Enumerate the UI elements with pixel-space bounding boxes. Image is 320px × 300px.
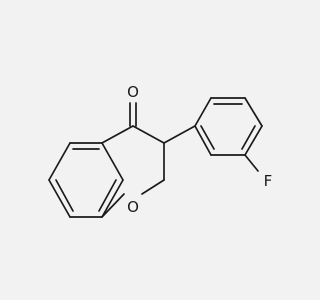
double-bond-inner (98, 179, 117, 212)
ring-oxygen-label: O (127, 198, 139, 216)
bond (48, 142, 71, 181)
double-bond-inner (241, 125, 256, 150)
bond (244, 97, 263, 127)
fluorine-label: F (264, 172, 273, 190)
fluorophenyl-ring (163, 97, 263, 172)
molecule-structure: O O F (48, 83, 273, 218)
structure-canvas: O O F (48, 83, 273, 218)
bond (244, 125, 263, 156)
benzene-ring-fused (48, 142, 124, 218)
bond (132, 125, 165, 144)
carbonyl-oxygen-label: O (127, 83, 139, 101)
bond (101, 179, 124, 218)
bond (194, 97, 212, 127)
double-bond-inner (55, 179, 74, 212)
bond (194, 125, 212, 156)
chromanone-ring (101, 102, 165, 218)
double-bond-inner (200, 125, 215, 150)
bond (48, 179, 71, 218)
bond (163, 125, 196, 144)
fluorine-bond (244, 154, 259, 172)
bond (141, 179, 165, 195)
bond (101, 142, 124, 181)
bond (101, 193, 125, 218)
bond (101, 125, 134, 144)
